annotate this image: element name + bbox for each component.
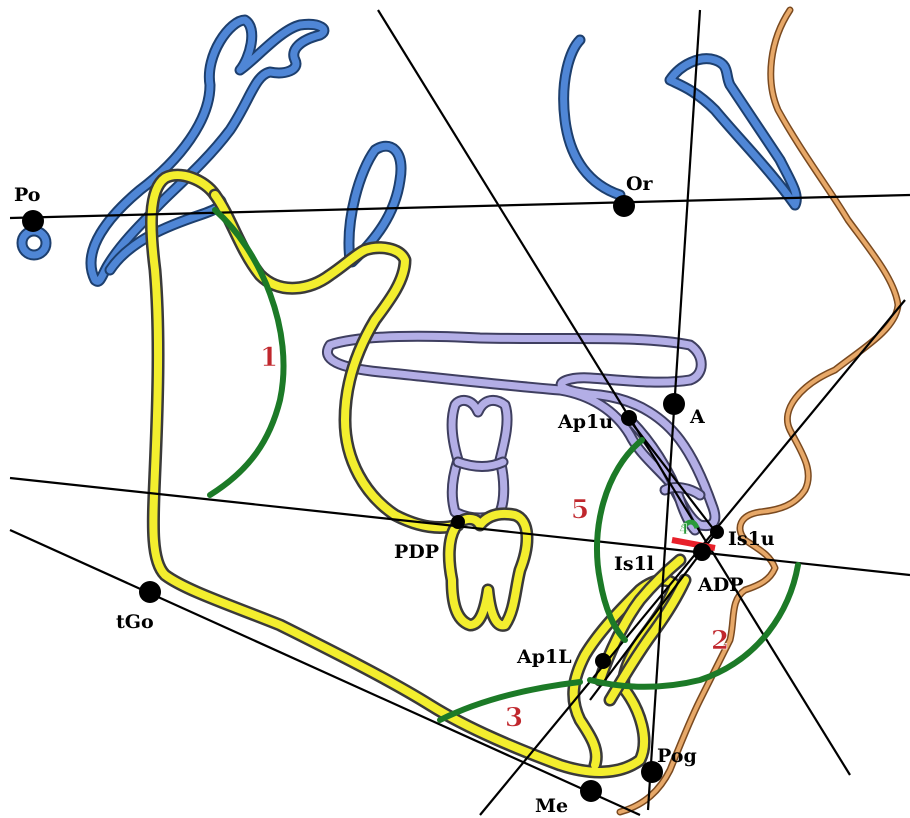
label-is1u: Is1u [728, 528, 775, 550]
point-is1u [710, 525, 724, 539]
number-4: 4 [679, 522, 689, 538]
label-tgo: tGo [116, 611, 154, 633]
cranial-base-outline [16, 14, 802, 287]
label-or: Or [626, 173, 654, 195]
diagonal-line-is1u [479, 299, 906, 816]
label-pdp: PDP [394, 541, 439, 563]
landmark-labels: Po Or A Ap1u Is1u Is1l ADP PDP tGo Ap1L … [14, 173, 775, 817]
number-2: 2 [711, 626, 729, 656]
number-1: 1 [260, 343, 278, 373]
measurement-numbers: 1 2 3 4 5 [260, 343, 730, 734]
number-5: 5 [571, 495, 589, 525]
label-is1l: Is1l [614, 553, 654, 575]
arc-3 [437, 679, 583, 723]
point-po [22, 210, 44, 232]
point-tgo [139, 581, 161, 603]
arc-2 [587, 562, 801, 690]
point-me [580, 780, 602, 802]
label-po: Po [14, 184, 40, 206]
landmark-points [22, 195, 724, 802]
label-me: Me [535, 795, 568, 817]
label-ap1l: Ap1L [516, 646, 572, 668]
label-ap1u: Ap1u [557, 411, 613, 433]
point-pdp [451, 515, 465, 529]
green-mark [680, 519, 700, 530]
point-ap1l [595, 653, 611, 669]
point-pog [641, 761, 663, 783]
measurement-arcs [207, 207, 801, 723]
label-pog: Pog [657, 745, 697, 767]
frankfort-plane-line [9, 193, 910, 220]
tangent-line-upper [377, 9, 851, 776]
mandible-outline [145, 168, 692, 779]
label-adp: ADP [697, 574, 744, 596]
point-or [613, 195, 635, 217]
mandibular-plane-line [9, 528, 641, 817]
point-ap1u [621, 410, 637, 426]
label-a: A [689, 406, 705, 428]
point-a [663, 393, 685, 415]
number-3: 3 [505, 703, 523, 733]
reference-lines [9, 9, 910, 817]
arc-5 [594, 437, 645, 643]
arc-1 [207, 207, 287, 498]
point-adp [693, 543, 711, 561]
